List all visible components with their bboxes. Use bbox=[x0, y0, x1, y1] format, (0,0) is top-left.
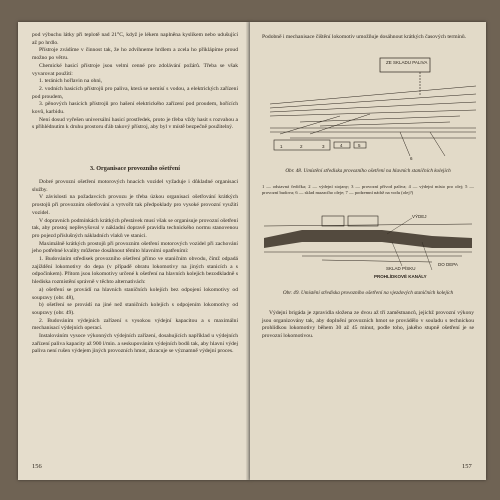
paragraph: V závislosti na požadavcích provozu je t… bbox=[32, 194, 238, 216]
section-heading: 3. Organisace provozního ošetření bbox=[90, 165, 180, 172]
fig48-label-3: 3 bbox=[322, 144, 325, 149]
paragraph: 2. Budováním výdejních zařízení s vysoko… bbox=[32, 317, 238, 332]
paragraph: Dobré provozní ošetření motorových hnací… bbox=[32, 179, 238, 193]
fig49-label-do-depa: DO DEPA bbox=[438, 262, 458, 267]
paragraph: 3. pěnových hasicích přístrojů pro hašen… bbox=[32, 101, 238, 116]
figure-48-legend: 1 — odstavná čedička; 2 — výdejní stojan… bbox=[262, 184, 474, 195]
paragraph: a) ošetření se provádí na hlavních stani… bbox=[32, 286, 238, 301]
figure-49-diagram: VÝDEJ SKLAD PÍSKU PROHLÍDKOVÉ KANÁLY DO … bbox=[262, 208, 474, 284]
left-page-text-top: pod výbuchu látky při teplotě nad 21°C, … bbox=[32, 32, 238, 132]
paragraph: b) ošetření se provádí na jiné než stani… bbox=[32, 302, 238, 316]
left-page-text-bottom: Dobré provozní ošetření motorových hnací… bbox=[32, 179, 238, 356]
fig48-label-4: 4 bbox=[340, 143, 343, 148]
figure-49-caption: Obr. 49. Umístění střediska provozního o… bbox=[282, 290, 454, 296]
left-page: pod výbuchu látky při teplotě nad 21°C, … bbox=[18, 22, 250, 480]
fig49-label-vydej: VÝDEJ bbox=[412, 213, 427, 219]
paragraph: Instalováním vysoce výkonných výdejních … bbox=[32, 333, 238, 355]
figure-48-caption: Obr. 48. Umístění střediska provozního o… bbox=[285, 168, 451, 174]
fig48-label-2: 2 bbox=[300, 144, 303, 149]
fig49-label-sklad-pisku: SKLAD PÍSKU bbox=[386, 265, 416, 271]
intro-paragraph: Podobně i mechanisace čištění lokomotiv … bbox=[262, 34, 467, 40]
fig48-label-1: 1 bbox=[280, 144, 283, 149]
page-number-left: 156 bbox=[32, 463, 42, 470]
right-page-text-bottom: Výdejní brigáda je zpravidla složena ze … bbox=[262, 310, 474, 341]
paragraph: Maximálně krátkých prostojů při provozní… bbox=[32, 240, 238, 255]
fig48-label-sklad: ZE SKLADU PALIVA bbox=[386, 60, 427, 65]
right-page: Podobně i mechanisace čištění lokomotiv … bbox=[250, 22, 486, 480]
page-number-right: 157 bbox=[462, 463, 472, 470]
paragraph: 1. teránich hořlavin na ohni, bbox=[39, 78, 103, 85]
fig48-label-5: 5 bbox=[358, 143, 361, 148]
paragraph: Není dosud vyřešen universální hasicí pr… bbox=[32, 116, 238, 131]
paragraph: 2. vodních hasicích přístrojů pro paliva… bbox=[32, 85, 238, 100]
paragraph: V dopravních podmínkách krátkých přestáv… bbox=[32, 217, 238, 239]
fig49-label-prohlidkove: PROHLÍDKOVÉ KANÁLY bbox=[374, 272, 427, 279]
paragraph: pod výbuchu látky při teplotě nad 21°C, … bbox=[32, 32, 238, 46]
paragraph: Přístroje zvádíme v činnost tak, že ho z… bbox=[32, 47, 238, 62]
fig48-label-6: 6 bbox=[410, 156, 413, 161]
right-page-intro: Podobně i mechanisace čištění lokomotiv … bbox=[262, 34, 474, 42]
paragraph: Chemické hasicí přístroje jsou velmi cen… bbox=[32, 62, 238, 77]
paragraph: Výdejní brigáda je zpravidla složena ze … bbox=[262, 310, 474, 340]
paragraph: 1. Budováním středisek provozního ošetře… bbox=[32, 256, 238, 286]
figure-48-diagram: ZE SKLADU PALIVA 1 2 3 bbox=[260, 56, 476, 164]
